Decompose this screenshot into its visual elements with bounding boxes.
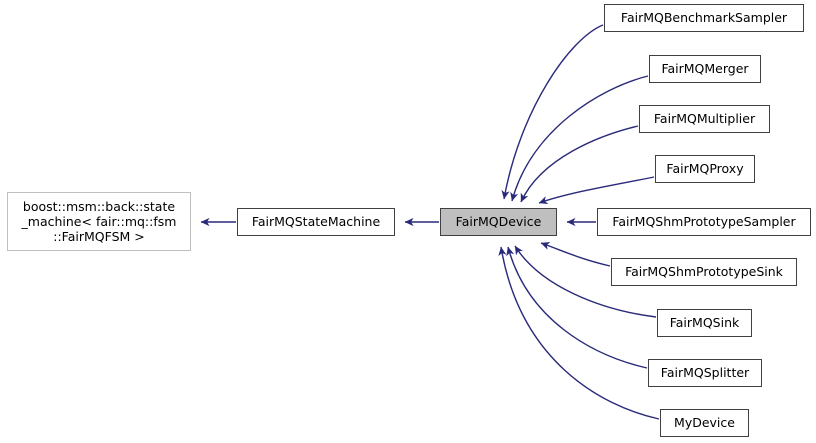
node-fairmq-shm-prototype-sink[interactable]: FairMQShmPrototypeSink (611, 258, 797, 286)
edge-proxy-to-device (538, 176, 655, 205)
node-my-device[interactable]: MyDevice (660, 409, 749, 437)
edge-multiplier-to-device (520, 125, 639, 203)
node-fairmq-shm-prototype-sampler[interactable]: FairMQShmPrototypeSampler (597, 208, 811, 236)
node-fairmq-multiplier[interactable]: FairMQMultiplier (639, 105, 770, 133)
node-label: FairMQSink (669, 315, 740, 330)
node-label: FairMQBenchmarkSampler (620, 10, 788, 25)
node-label: boost::msm::back::state _machine< fair::… (21, 199, 177, 244)
node-fairmq-state-machine[interactable]: FairMQStateMachine (237, 208, 395, 236)
edge-sink-to-device (514, 245, 657, 318)
node-label: FairMQMultiplier (653, 111, 756, 126)
node-label: MyDevice (674, 415, 735, 430)
edge-mydevice-to-device (498, 246, 660, 420)
node-fairmq-benchmark-sampler[interactable]: FairMQBenchmarkSampler (604, 4, 804, 32)
node-label: FairMQShmPrototypeSink (625, 264, 783, 279)
node-fairmq-splitter[interactable]: FairMQSplitter (648, 359, 762, 387)
edge-merger-to-device (510, 75, 649, 202)
node-boost-state-machine[interactable]: boost::msm::back::state _machine< fair::… (7, 192, 191, 251)
node-label: FairMQDevice (455, 214, 542, 229)
edge-benchmarksampler-to-device (501, 24, 604, 200)
node-fairmq-proxy[interactable]: FairMQProxy (655, 155, 755, 183)
node-label: FairMQSplitter (660, 365, 750, 380)
node-label: FairMQShmPrototypeSampler (612, 214, 796, 229)
node-label: FairMQProxy (666, 161, 744, 176)
edge-shmprototypesink-to-device (540, 242, 611, 267)
node-fairmq-sink[interactable]: FairMQSink (657, 309, 752, 337)
node-label: FairMQMerger (661, 61, 749, 76)
edge-splitter-to-device (506, 246, 648, 369)
node-label: FairMQStateMachine (251, 214, 381, 229)
node-fairmq-device[interactable]: FairMQDevice (440, 208, 557, 236)
node-fairmq-merger[interactable]: FairMQMerger (649, 55, 761, 83)
